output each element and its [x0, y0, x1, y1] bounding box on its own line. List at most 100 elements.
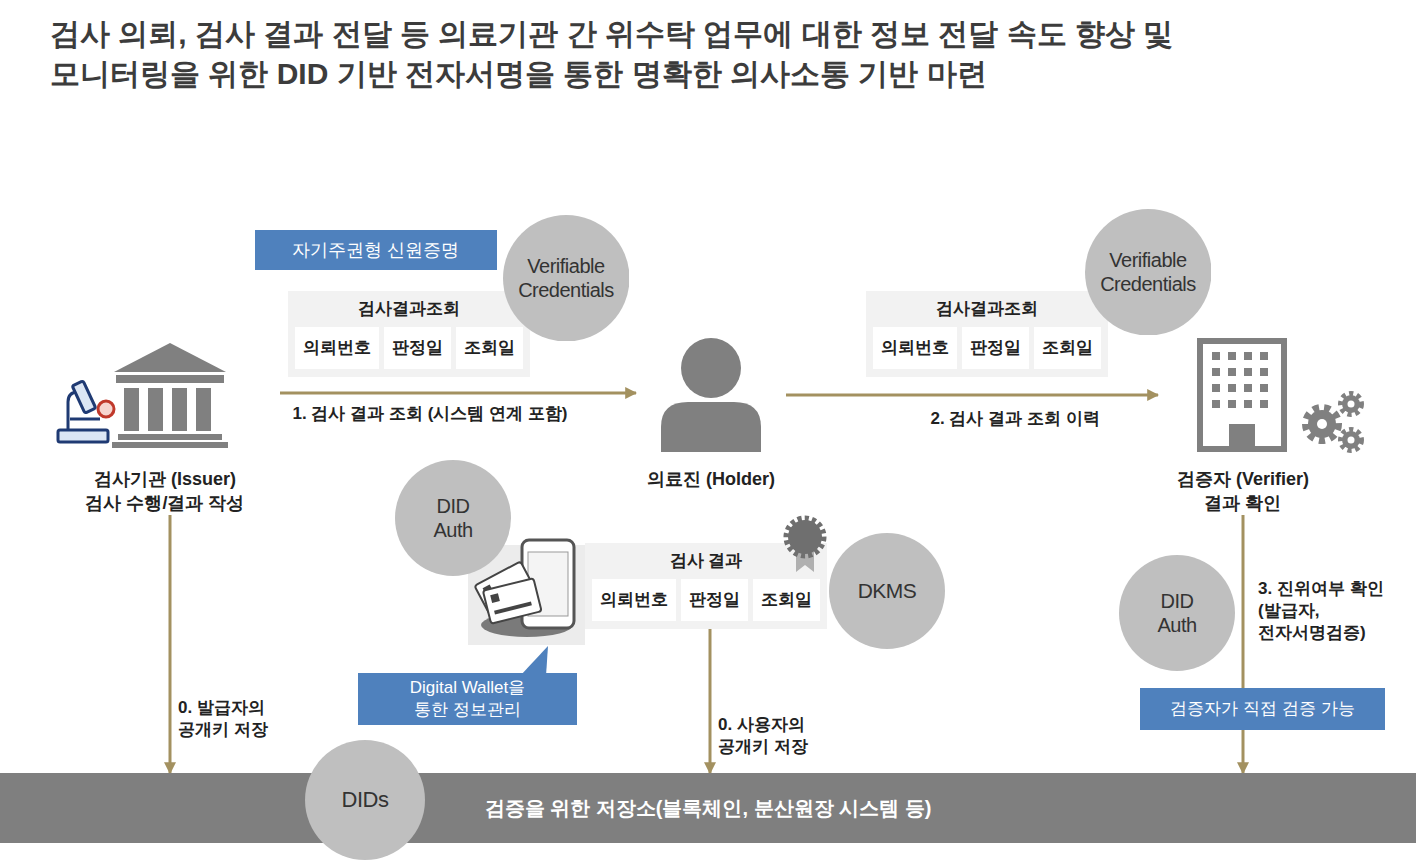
column — [148, 388, 163, 431]
gear-teeth — [1306, 408, 1338, 440]
flow-arrow — [169, 515, 172, 773]
circle-shape — [1119, 555, 1235, 671]
data-panel: 검사결과조회의뢰번호 판정일 조회일 — [866, 291, 1108, 377]
gear-icon — [1306, 394, 1361, 450]
step — [112, 442, 228, 448]
circle-fill — [1119, 555, 1235, 671]
field-row: 의뢰번호 판정일 조회일 — [295, 327, 523, 369]
microscope-icon — [58, 381, 114, 442]
panel-heading: 검사결과조회 — [936, 298, 1038, 320]
data-panel: 검사 결과의뢰번호 판정일 조회일 — [585, 543, 827, 629]
node-text: DID Auth — [1147, 589, 1207, 637]
node-text: 검증을 위한 저장소(블록체인, 분산원장 시스템 등) — [485, 795, 932, 822]
node-text: Digital Wallet을 통한 정보관리 — [394, 677, 541, 721]
edge-label: 3. 진위여부 확인 (발급자, 전자서명검증) — [1258, 578, 1398, 644]
edge-label: 2. 검사 결과 조회 이력 — [930, 408, 1099, 430]
callout-box: 자기주권형 신원증명 — [255, 230, 497, 270]
callout-box: Digital Wallet을 통한 정보관리 — [358, 673, 577, 725]
column — [172, 388, 187, 431]
office-door — [1229, 424, 1255, 449]
callout-pointer — [520, 646, 548, 676]
node-text: Verifiable Credentials — [514, 254, 618, 302]
concept-circle: Verifiable Credentials — [503, 215, 630, 342]
node-text: 조회일 — [1042, 337, 1093, 359]
callout-box: 검증자가 직접 검증 가능 — [1140, 688, 1385, 730]
circle-shape — [503, 215, 630, 342]
edge-label: 0. 발급자의 공개키 저장 — [178, 697, 288, 741]
circle-fill — [305, 740, 425, 860]
node-text: DKMS — [842, 578, 932, 603]
verifier-actor: 검증자 (Verifier)결과 확인 — [1158, 335, 1328, 515]
data-panel: 검사결과조회의뢰번호 판정일 조회일 — [288, 291, 530, 377]
gear-body — [1308, 410, 1336, 438]
storage-band: 검증을 위한 저장소(블록체인, 분산원장 시스템 등) — [0, 773, 1416, 843]
circle-fill — [829, 533, 945, 649]
step — [118, 434, 222, 440]
field-box: 의뢰번호 — [295, 327, 379, 369]
office-outline — [1200, 341, 1284, 449]
node-text: 결과 확인 — [1204, 491, 1281, 515]
column — [196, 388, 211, 431]
column — [124, 388, 139, 431]
gear-teeth — [1341, 430, 1361, 450]
field-box: 판정일 — [962, 327, 1029, 369]
flow-arrow — [280, 392, 636, 395]
gear-hole — [1317, 419, 1327, 429]
card-stripe — [494, 601, 532, 614]
node-text: DID Auth — [423, 494, 483, 542]
microscope-stage — [70, 418, 100, 421]
field-box: 조회일 — [456, 327, 523, 369]
concept-circle: DKMS — [829, 533, 945, 649]
edge-label: 1. 검사 결과 조회 (시스템 연계 포함) — [293, 403, 568, 425]
node-text: 판정일 — [970, 337, 1021, 359]
node-text: 자기주권형 신원증명 — [292, 239, 459, 261]
field-box: 의뢰번호 — [873, 327, 957, 369]
flow-arrow — [1242, 515, 1245, 773]
node-text: DIDs — [320, 787, 410, 813]
circle-shape — [395, 460, 511, 576]
card-stack — [483, 578, 542, 624]
edge-label: 0. 사용자의 공개키 저장 — [718, 714, 828, 758]
gear-teeth — [1341, 394, 1361, 414]
seal-body — [788, 520, 822, 554]
office-icon — [1200, 341, 1284, 449]
gear-hole — [1348, 401, 1355, 408]
node-text: 검증자가 직접 검증 가능 — [1170, 698, 1354, 720]
gear-hole — [1348, 437, 1355, 444]
person-icon — [661, 338, 761, 452]
node-text: Verifiable Credentials — [1096, 248, 1200, 296]
concept-circle: DID Auth — [1119, 555, 1235, 671]
node-text: 검증자 (Verifier) — [1177, 467, 1309, 491]
node-text: 판정일 — [689, 589, 740, 611]
node-text: 판정일 — [392, 337, 443, 359]
panel-heading: 검사결과조회 — [358, 298, 460, 320]
beam — [116, 375, 224, 383]
panel-heading: 검사 결과 — [670, 550, 743, 572]
institution-icon — [112, 343, 228, 448]
seal-teeth — [787, 519, 823, 555]
diagram-title: 검사 의뢰, 검사 결과 전달 등 의료기관 간 위수탁 업무에 대한 정보 전… — [50, 14, 1300, 94]
node-text: 조회일 — [761, 589, 812, 611]
issuer-actor: 검사기관 (Issuer)검사 수행/결과 작성 — [50, 335, 280, 515]
field-box: 조회일 — [753, 579, 820, 621]
node-text: 검사 수행/결과 작성 — [85, 491, 244, 515]
concept-circle: DID Auth — [395, 460, 511, 576]
circle-fill — [1085, 209, 1212, 336]
node-text: 조회일 — [464, 337, 515, 359]
field-box: 판정일 — [384, 327, 451, 369]
office-windows — [1212, 352, 1276, 416]
circle-fill — [503, 215, 630, 342]
node-text: 의뢰번호 — [600, 589, 668, 611]
card — [483, 578, 542, 624]
flow-arrow — [709, 629, 712, 773]
gear-body — [1342, 431, 1360, 449]
field-box: 조회일 — [1034, 327, 1101, 369]
field-row: 의뢰번호 판정일 조회일 — [873, 327, 1101, 369]
field-box: 판정일 — [681, 579, 748, 621]
field-row: 의뢰번호 판정일 조회일 — [592, 579, 820, 621]
gear-body — [1342, 395, 1360, 413]
node-text: 검사기관 (Issuer) — [94, 467, 236, 491]
circle-shape — [1085, 209, 1212, 336]
flow-arrow — [786, 394, 1158, 397]
